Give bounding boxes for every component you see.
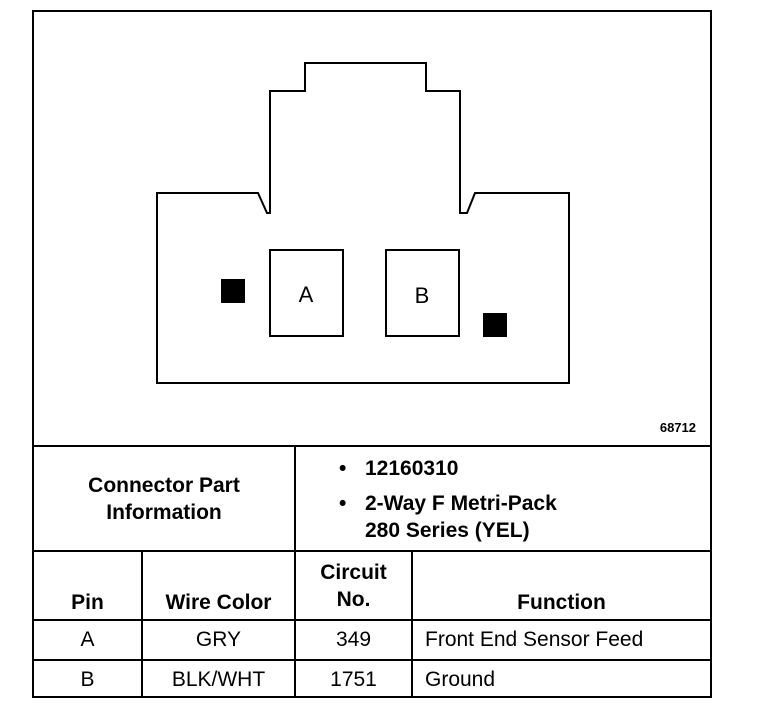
header-circuit-line1: Circuit [320, 560, 387, 584]
connector-part-label-line1: Connector Part [88, 473, 240, 497]
divider-info-column [294, 445, 296, 550]
divider-circuit-column [411, 550, 413, 698]
connector-diagram: A B [156, 62, 570, 384]
row-a-function: Front End Sensor Feed [425, 628, 644, 651]
row-b-wire-color: BLK/WHT [171, 667, 266, 691]
divider-wire-column [294, 550, 296, 698]
divider-pin-column [141, 550, 143, 698]
terminal-label-a: A [299, 282, 314, 307]
keying-square-right [483, 313, 507, 337]
connector-part-info-label: Connector Part Information [34, 447, 294, 550]
row-a-wire-color: GRY [195, 628, 242, 651]
connector-part-bullets: • 12160310 • 2-Way F Metri-Pack 280 Seri… [339, 455, 557, 544]
connector-type-line1: 2-Way F Metri-Pack [365, 492, 557, 515]
row-b-function: Ground [425, 667, 496, 691]
row-b-circuit: 1751 [330, 667, 377, 691]
bullet-connector-type: • 2-Way F Metri-Pack 280 Series (YEL) [339, 490, 557, 544]
divider-row-a-b [34, 659, 710, 661]
connector-type-line2: 280 Series (YEL) [365, 519, 530, 542]
divider-info-table [34, 550, 710, 552]
connector-end-view-frame: A B 68712 Connector Part Information • 1… [32, 10, 712, 698]
keying-square-left [221, 279, 245, 303]
header-circuit-no: Circuit No. [296, 552, 411, 619]
terminal-a-cavity [269, 249, 344, 337]
row-b-pin: B [80, 667, 95, 691]
header-wire-color: Wire Color [165, 591, 272, 614]
terminal-label-b: B [415, 283, 430, 308]
terminal-b-cavity [385, 249, 460, 337]
header-function: Function [517, 591, 606, 614]
bullet-part-number: • 12160310 [339, 455, 557, 482]
bullet-dot: • [339, 492, 347, 515]
row-a-circuit: 349 [335, 628, 372, 651]
divider-diagram-info [34, 445, 710, 447]
bullet-dot: • [339, 457, 347, 480]
figure-number: 68712 [659, 420, 696, 435]
connector-outline [156, 62, 570, 384]
part-number: 12160310 [365, 457, 459, 480]
header-circuit-line2: No. [336, 587, 371, 611]
header-pin: Pin [71, 591, 104, 614]
connector-part-label-line2: Information [106, 500, 222, 524]
divider-header-rows [34, 619, 710, 621]
row-a-pin: A [80, 628, 95, 651]
